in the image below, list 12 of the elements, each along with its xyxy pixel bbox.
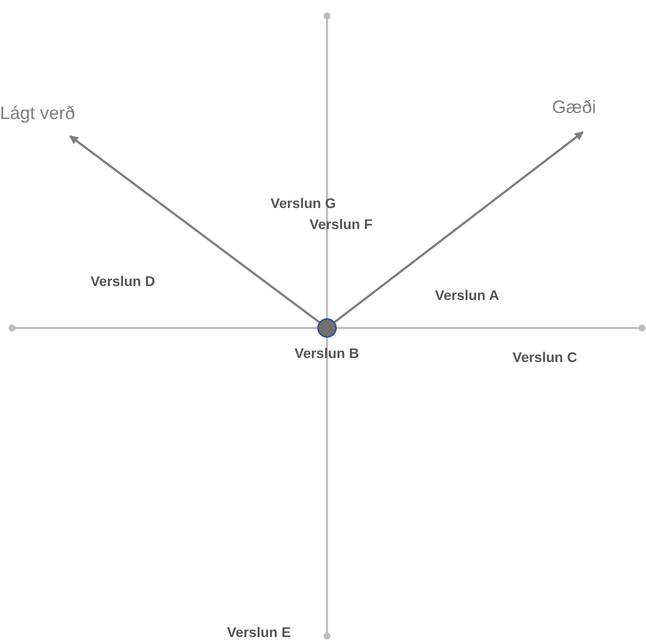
- axis-title: Gæði: [552, 96, 598, 118]
- store-label: Verslun B: [294, 344, 360, 362]
- store-label: Verslun D: [90, 272, 156, 290]
- arrow: [69, 135, 320, 324]
- store-label: Verslun E: [227, 623, 291, 641]
- store-label: Verslun C: [512, 348, 578, 366]
- store-label: Verslun G: [270, 194, 336, 212]
- axis-title: Lágt verð: [0, 102, 76, 124]
- store-label: Verslun A: [435, 286, 500, 304]
- store-label: Verslun F: [310, 215, 373, 233]
- arrow: [333, 131, 584, 324]
- origin-circle: [316, 317, 338, 339]
